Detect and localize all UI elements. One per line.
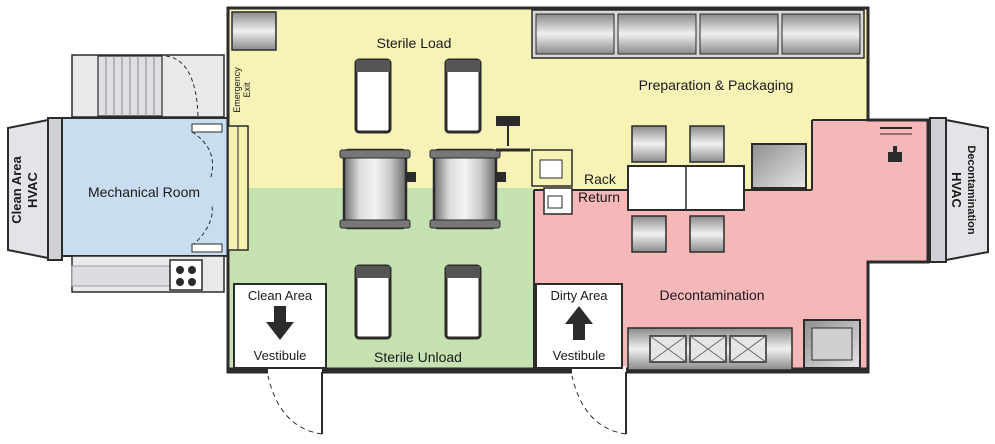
emergency-exit-label-1: Emergency xyxy=(232,67,242,113)
stairs xyxy=(97,55,163,117)
clean-area-vestibule: Clean Area Vestibule xyxy=(233,283,327,369)
dirty-area-vestibule: Dirty Area Vestibule xyxy=(535,283,623,369)
wall-monitor xyxy=(751,143,807,189)
clean-area-hvac-unit: Clean Area HVAC xyxy=(7,117,63,261)
sterilizers xyxy=(339,148,506,230)
emergency-exit: Emergency Exit xyxy=(227,67,252,251)
sterile-load-label: Sterile Load xyxy=(377,35,452,51)
sterile-load-carts xyxy=(354,58,482,134)
down-arrow-icon xyxy=(266,306,294,340)
mechanical-room-label: Mechanical Room xyxy=(88,184,200,200)
decontamination-zone xyxy=(534,120,928,370)
prep-workstation xyxy=(627,125,745,253)
exterior-doors xyxy=(267,372,627,435)
hand-sink xyxy=(880,127,912,162)
compressor-unit xyxy=(169,259,203,291)
clean-area-hvac-label-2: HVAC xyxy=(25,171,40,207)
decontamination-hvac-unit: Decontamination HVAC xyxy=(929,117,989,263)
dirty-vestibule-label: Vestibule xyxy=(553,348,606,363)
rack-return-pass-through: Rack Return xyxy=(531,149,620,215)
computer-terminal xyxy=(496,116,530,152)
preparation-packaging-label: Preparation & Packaging xyxy=(639,77,794,93)
prep-cabinets xyxy=(531,9,865,59)
storage-cabinet xyxy=(231,11,277,51)
sterile-unload-label: Sterile Unload xyxy=(374,349,462,365)
clean-area-hvac-label-1: Clean Area xyxy=(9,156,24,224)
decon-hvac-label-2: HVAC xyxy=(949,172,964,208)
washer-disinfector xyxy=(803,319,861,369)
decontamination-label: Decontamination xyxy=(659,287,764,303)
decontamination-sinks xyxy=(627,327,793,371)
dirty-vestibule-title: Dirty Area xyxy=(550,288,608,303)
clean-vestibule-label: Vestibule xyxy=(254,348,307,363)
clean-vestibule-title: Clean Area xyxy=(248,288,313,303)
rack-return-label-2: Return xyxy=(578,189,620,205)
up-arrow-icon xyxy=(565,306,593,340)
emergency-exit-label-2: Exit xyxy=(242,82,252,98)
sterile-unload-carts xyxy=(354,264,482,340)
mechanical-room: Mechanical Room xyxy=(61,54,229,293)
rack-return-label-1: Rack xyxy=(584,171,617,187)
decon-hvac-label-1: Decontamination xyxy=(965,145,977,235)
